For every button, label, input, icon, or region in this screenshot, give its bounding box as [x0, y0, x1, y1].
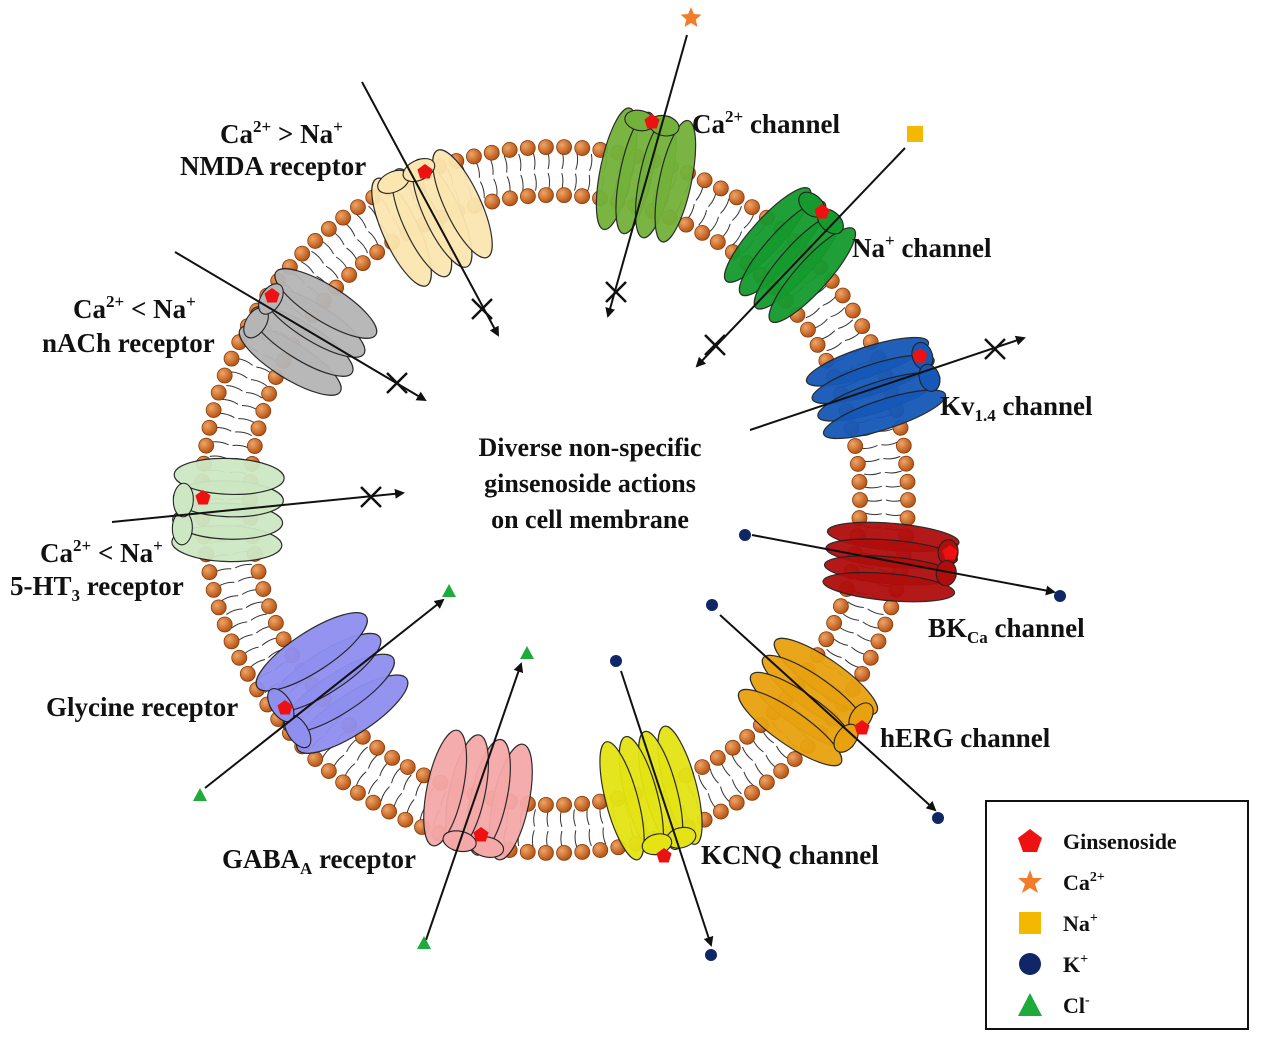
chloride-ion [193, 788, 207, 801]
glycine-receptor-label: Glycine receptor [46, 692, 239, 722]
kv14-channel-label: Kv1.4 channel [940, 391, 1093, 425]
kcnq-channel-label: KCNQ channel [701, 840, 879, 870]
ginsenoside-ca [644, 114, 660, 129]
kcnq-flux-arrow [620, 670, 714, 947]
nach-flux-arrow [174, 251, 427, 402]
kv14-flux-arrow [749, 335, 1026, 431]
nmda-ion-ratio-label: Ca2+ > Na+ [220, 117, 343, 149]
potassium-ion [706, 599, 718, 611]
channel-subunit [768, 227, 857, 323]
center-caption-line-3: on cell membrane [491, 505, 689, 534]
channel-subunit [822, 571, 956, 603]
legend-label: Cl- [1063, 993, 1090, 1018]
ca-channel [595, 107, 697, 243]
bkca-channel-label: BKCa channel [928, 613, 1085, 647]
potassium-ion [739, 529, 751, 541]
circle-icon [1019, 953, 1041, 975]
5ht3-receptor [171, 457, 285, 563]
center-caption: Diverse non-specific ginsenoside actions… [420, 430, 760, 538]
channel-subunit [432, 149, 493, 259]
chloride-ion [520, 646, 534, 659]
nmda-receptor-label: NMDA receptor [180, 151, 367, 181]
herg-channel-label: hERG channel [880, 723, 1051, 753]
legend-item-calcium: Ca2+ [987, 863, 1247, 903]
channel-subunit [255, 612, 368, 692]
herg-channel [737, 637, 879, 767]
5ht3-block-mark [360, 486, 382, 508]
nach-block-mark [386, 372, 408, 394]
herg-flux-arrow [719, 614, 937, 812]
bkca-channel [822, 521, 960, 603]
na-block-mark [704, 334, 726, 356]
channel-subunit [822, 389, 947, 440]
ginsenoside-5ht3 [195, 490, 211, 505]
channel-subunit [654, 119, 697, 243]
na-channel-label: Na+ channel [852, 231, 992, 263]
gaba-flux-arrow [425, 662, 524, 941]
potassium-ion [1054, 590, 1066, 602]
potassium-ion [705, 949, 717, 961]
gaba-a-receptor [423, 729, 533, 861]
channel-cap [172, 482, 194, 518]
glycine-flux-arrow [204, 598, 445, 789]
potassium-ion [610, 655, 622, 667]
legend-item-sodium: Na+ [987, 904, 1247, 944]
ginsenoside-nach [264, 288, 280, 303]
square-icon [1019, 912, 1041, 934]
ginsenoside-na [814, 204, 830, 219]
ginsenoside-nmda [417, 164, 433, 179]
5ht3-flux-arrow [111, 488, 405, 523]
ca-block-mark [605, 281, 627, 303]
5ht3-receptor-label: 5-HT3 receptor [10, 571, 184, 605]
na-flux-arrow [695, 147, 906, 368]
ca-channel-label: Ca2+ channel [692, 107, 840, 139]
legend-item-potassium: K+ [987, 945, 1247, 985]
ginsenoside-glycine [277, 700, 293, 715]
channel-subunit [274, 268, 378, 339]
ion-flux-arrows [111, 34, 1056, 947]
nmda-flux-arrow [361, 81, 499, 337]
center-caption-line-2: ginsenoside actions [484, 469, 696, 498]
ginsenoside-bkca [942, 545, 958, 560]
nach-ion-ratio-label: Ca2+ < Na+ [73, 292, 196, 324]
gaba-a-receptor-label: GABAA receptor [222, 844, 416, 878]
ginsenoside-herg [854, 720, 870, 735]
nmda-receptor [371, 149, 493, 287]
legend-item-ginsenoside: Ginsenoside [987, 822, 1247, 862]
center-caption-line-1: Diverse non-specific [478, 433, 702, 462]
ca-flux-arrow [605, 34, 688, 318]
nach-receptor [238, 268, 378, 396]
legend-label: Ca2+ [1063, 870, 1105, 895]
kv14-block-mark [984, 338, 1006, 360]
channel-subunit [173, 457, 285, 496]
legend-label: Ginsenoside [1063, 829, 1177, 854]
ginsenoside-kcnq [656, 848, 672, 863]
legend-item-chloride: Cl- [987, 986, 1247, 1026]
5ht3-ion-ratio-label: Ca2+ < Na+ [40, 536, 163, 568]
nmda-block-mark [471, 298, 493, 320]
triangle-icon [1018, 993, 1042, 1016]
nach-receptor-label: nACh receptor [42, 328, 215, 358]
star-icon [1018, 870, 1042, 893]
legend-label: K+ [1063, 952, 1089, 977]
channel-subunit [737, 688, 843, 767]
legend: Ginsenoside Ca2+ Na+ K+ Cl- [985, 800, 1249, 1030]
chloride-ion [417, 936, 431, 949]
bkca-flux-arrow [751, 534, 1056, 596]
legend-label: Na+ [1063, 911, 1098, 936]
calcium-ion [680, 7, 702, 27]
sodium-ion [907, 126, 923, 142]
ginsenoside-gaba [473, 827, 489, 842]
ion-markers [193, 7, 1066, 961]
ginsenoside-kv14 [912, 348, 928, 363]
potassium-ion [932, 812, 944, 824]
channel-subunit [599, 741, 645, 861]
chloride-ion [442, 584, 456, 597]
pentagon-icon [1018, 829, 1042, 852]
